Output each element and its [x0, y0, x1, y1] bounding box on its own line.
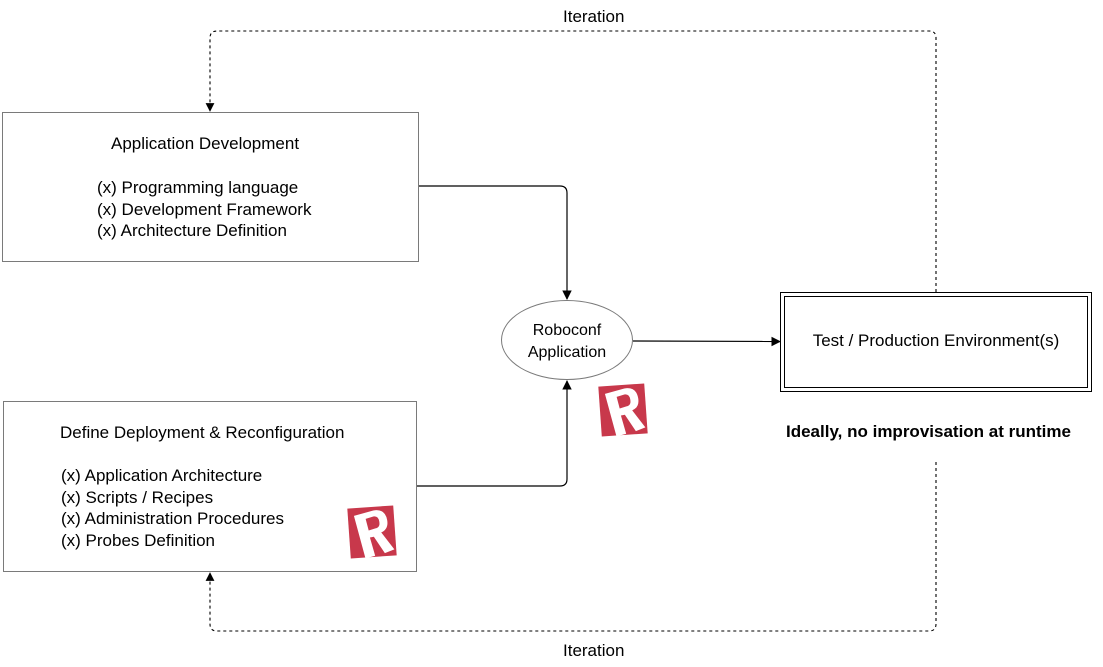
- iteration-top-label: Iteration: [563, 7, 625, 26]
- app-to-env-arrow: [632, 336, 781, 347]
- deployment-reconfiguration-list: (x) Application Architecture (x) Scripts…: [61, 465, 284, 551]
- roboconf-logo-icon: [347, 505, 397, 559]
- environment-title: Test / Production Environment(s): [812, 331, 1060, 350]
- list-item: (x) Application Architecture: [61, 466, 263, 485]
- iteration-bottom-label: Iteration: [563, 641, 625, 660]
- list-item: (x) Administration Procedures: [61, 509, 284, 528]
- iteration-bottom-loop: [205, 462, 937, 632]
- test-production-environment-box: Test / Production Environment(s): [780, 292, 1092, 392]
- roboconf-logo-icon: [598, 383, 648, 437]
- dev-to-app-arrow: [419, 185, 572, 300]
- list-item: (x) Programming language: [97, 178, 299, 197]
- deployment-reconfiguration-box: Define Deployment & Reconfiguration (x) …: [3, 401, 417, 572]
- application-development-title: Application Development: [111, 134, 300, 153]
- list-item: (x) Scripts / Recipes: [61, 487, 214, 507]
- iteration-top-loop: [205, 30, 937, 292]
- roboconf-application-label: Roboconf Application: [502, 320, 632, 364]
- application-development-box: Application Development (x) Programming …: [2, 112, 419, 262]
- roboconf-application-line1: Roboconf: [532, 322, 602, 339]
- runtime-note: Ideally, no improvisation at runtime: [786, 422, 1071, 441]
- roboconf-application-node: Roboconf Application: [501, 300, 633, 380]
- roboconf-application-line2: Application: [527, 344, 607, 361]
- list-item: (x) Development Framework: [97, 199, 312, 219]
- deployment-reconfiguration-title: Define Deployment & Reconfiguration: [60, 423, 345, 442]
- environment-inner-border: [784, 296, 1088, 388]
- list-item: (x) Architecture Definition: [97, 221, 287, 240]
- application-development-list: (x) Programming language (x) Development…: [97, 177, 311, 242]
- list-item: (x) Probes Definition: [61, 530, 216, 550]
- deploy-to-app-arrow: [417, 380, 572, 487]
